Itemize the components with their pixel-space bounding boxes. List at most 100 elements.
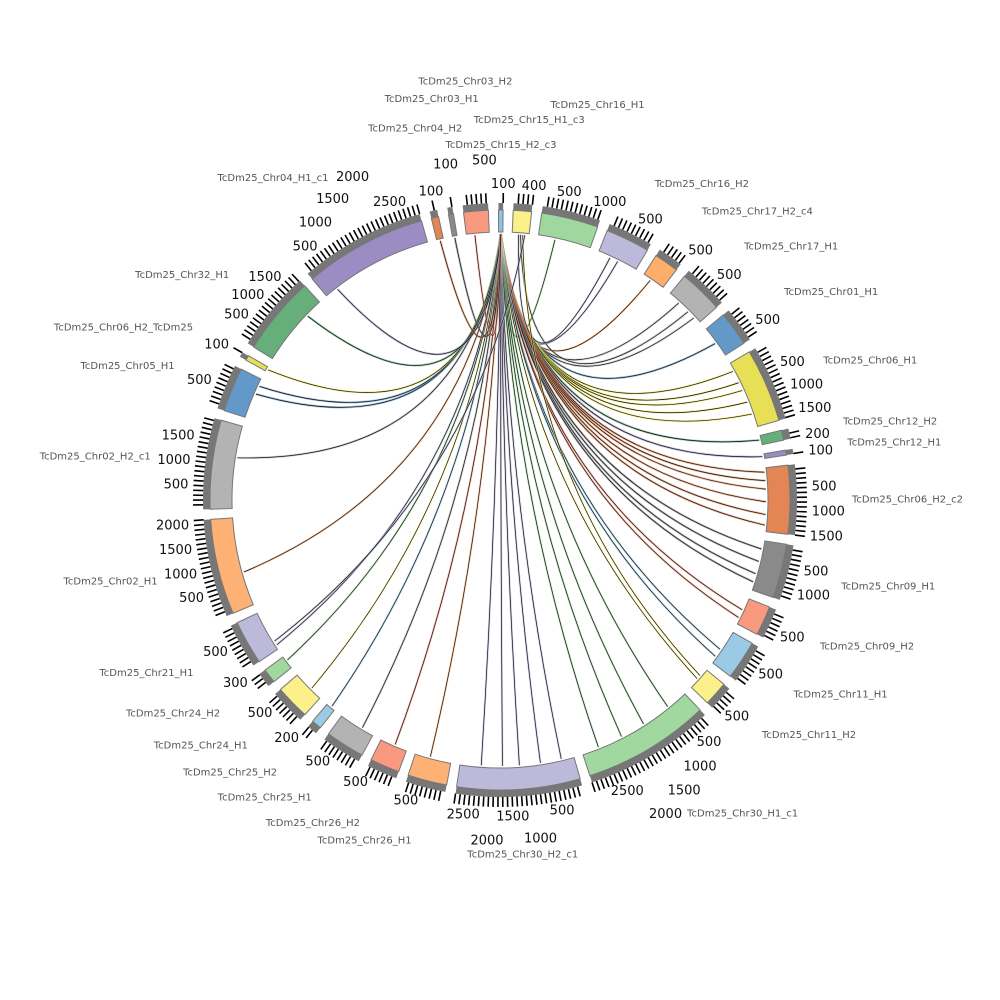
tick-mark	[423, 787, 428, 798]
tick-label: 500	[697, 735, 722, 750]
tick-mark	[291, 273, 300, 283]
tick-band	[513, 203, 533, 212]
chromosome-label: TcDm25_Chr24_H1	[153, 741, 248, 752]
link	[274, 235, 526, 642]
tick-mark	[229, 640, 240, 647]
tick-mark	[194, 528, 205, 532]
tick-label: 1500	[248, 270, 281, 285]
tick-label: 1000	[164, 567, 197, 582]
tick-label: 500	[780, 355, 805, 370]
tick-label: 1000	[157, 453, 190, 468]
segment-TcDm25_Chr06_H2_c2	[765, 464, 807, 538]
tick-mark	[388, 213, 394, 224]
segment-block	[736, 598, 771, 635]
tick-mark	[671, 741, 679, 751]
link	[500, 233, 739, 618]
tick-mark	[196, 450, 207, 454]
tick-mark	[755, 650, 765, 657]
tick-mark	[475, 193, 478, 204]
tick-mark	[739, 318, 749, 327]
tick-label: 100	[204, 338, 229, 353]
tick-mark	[634, 763, 641, 774]
tick-label: 1500	[798, 401, 831, 416]
segment-TcDm25_Chr26_H2	[364, 739, 407, 787]
tick-mark	[428, 788, 433, 799]
tick-mark	[482, 796, 485, 807]
tick-mark	[796, 481, 807, 484]
tick-label: 300	[223, 676, 248, 691]
chromosome-label: TcDm25_Chr04_H1_c1	[217, 173, 329, 184]
segment-TcDm25_Chr21_H1	[222, 612, 279, 668]
tick-mark	[690, 727, 698, 736]
tick-mark	[357, 227, 364, 238]
tick-mark	[210, 395, 221, 401]
tick-mark	[348, 758, 356, 769]
tick-label: 500	[224, 307, 249, 322]
tick-mark	[780, 400, 791, 405]
tick-mark	[595, 780, 601, 791]
tick-mark	[643, 759, 650, 769]
tick-label: 500	[557, 185, 582, 200]
segment-TcDm25_Chr05_H1	[209, 363, 262, 418]
tick-label: 400	[522, 179, 547, 194]
chromosome-label: TcDm25_Chr21_H1	[98, 668, 193, 679]
tick-mark	[600, 779, 606, 789]
tick-mark	[659, 749, 667, 759]
tick-mark	[216, 381, 227, 387]
chromosome-label: TcDm25_Chr12_H1	[846, 437, 941, 448]
tick-mark	[196, 542, 207, 546]
chromosome-label: TcDm25_Chr09_H1	[840, 582, 935, 593]
tick-mark	[788, 567, 799, 572]
segment-block	[669, 275, 718, 323]
tick-label: 1500	[496, 809, 529, 824]
tick-mark	[753, 654, 763, 661]
tick-mark	[193, 523, 205, 527]
tick-label: 500	[293, 239, 318, 254]
tick-label: 100	[433, 157, 458, 172]
tick-mark	[193, 479, 204, 482]
tick-band	[757, 607, 777, 638]
chromosome-label: TcDm25_Chr12_H2	[842, 416, 937, 427]
tick-mark	[416, 204, 421, 215]
tick-mark	[774, 381, 784, 388]
tick-mark	[204, 579, 215, 584]
chromosome-label: TcDm25_Chr11_H1	[793, 689, 888, 700]
tick-label: 2000	[156, 518, 189, 533]
tick-mark	[520, 796, 524, 807]
tick-mark	[639, 228, 646, 239]
tick-label: 500	[812, 480, 837, 495]
tick-mark	[780, 595, 791, 600]
tick-mark	[207, 588, 218, 594]
tick-mark	[736, 314, 746, 323]
link	[500, 233, 599, 748]
tick-mark	[211, 602, 222, 608]
tick-mark	[220, 372, 230, 379]
tick-mark	[340, 753, 348, 764]
segment-block	[279, 674, 321, 716]
segment-block	[759, 429, 785, 446]
tick-mark	[786, 576, 797, 582]
tick-mark	[278, 706, 288, 715]
link	[311, 233, 502, 689]
tick-band	[541, 206, 601, 227]
tick-mark	[268, 695, 278, 704]
tick-band	[247, 280, 305, 348]
tick-mark	[404, 782, 410, 793]
tick-mark	[534, 794, 538, 805]
tick-mark	[369, 768, 376, 779]
tick-mark	[789, 430, 800, 434]
chromosome-label: TcDm25_Chr04_H2	[367, 124, 462, 135]
segment-TcDm25_Chr26_H1	[404, 753, 452, 801]
segment-block	[311, 703, 335, 729]
tick-label: 500	[179, 591, 204, 606]
tick-mark	[387, 776, 393, 787]
tick-mark	[194, 465, 205, 468]
tick-mark	[759, 350, 770, 358]
tick-band	[730, 643, 759, 681]
tick-band	[259, 669, 274, 687]
tick-mark	[517, 193, 520, 204]
tick-label: 1000	[231, 288, 264, 303]
segment-block	[311, 220, 429, 297]
segment-TcDm25_Chr16_H1	[537, 196, 602, 249]
tick-mark	[382, 774, 389, 785]
